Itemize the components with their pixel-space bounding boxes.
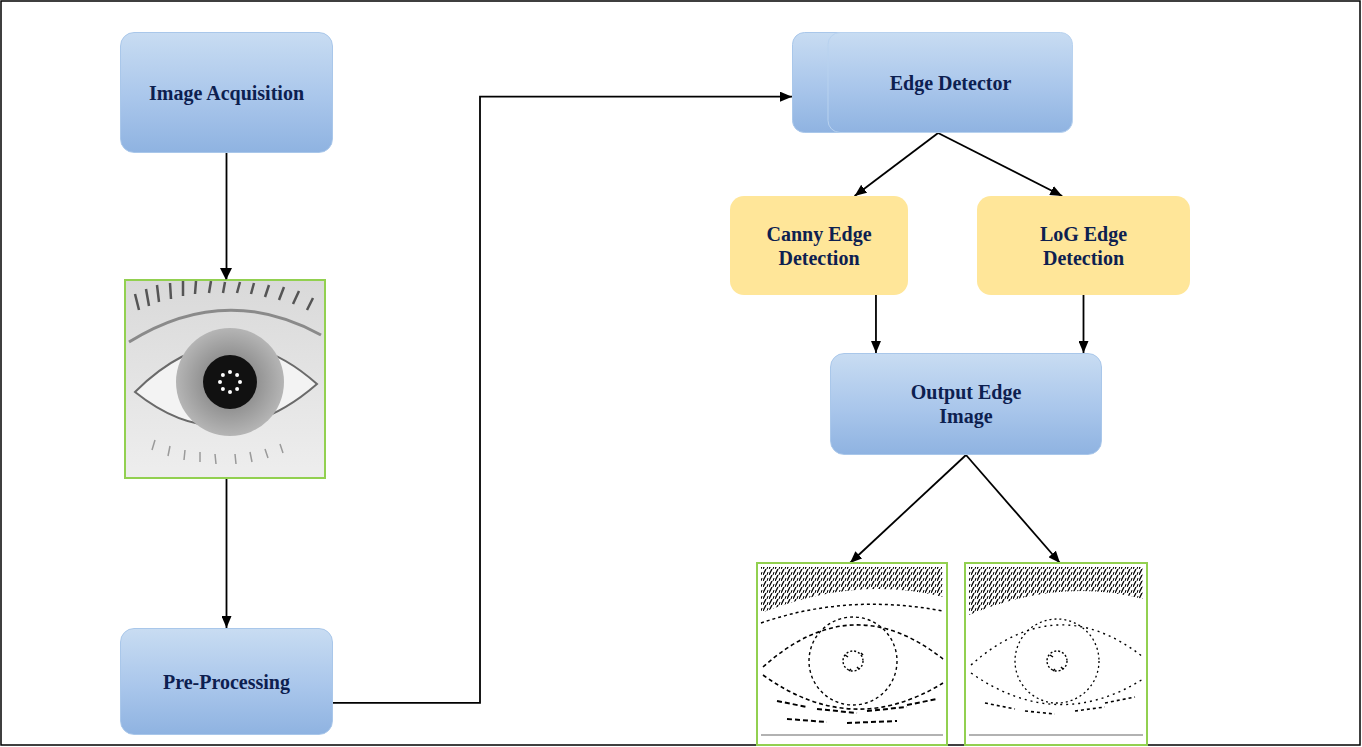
illustration-part bbox=[761, 604, 943, 623]
illustration-part bbox=[221, 387, 225, 391]
illustration-part bbox=[1015, 619, 1099, 703]
illustration-part bbox=[135, 281, 313, 310]
illustration-part bbox=[221, 373, 225, 377]
node-label: Pre-Processing bbox=[163, 670, 290, 694]
flow-arrow bbox=[1083, 295, 1085, 353]
illustration-part bbox=[971, 625, 1143, 665]
canny-edge-image bbox=[757, 563, 947, 745]
arrow-head bbox=[220, 268, 232, 280]
arrow-line bbox=[966, 455, 1060, 563]
illustration-part bbox=[152, 440, 283, 464]
illustration-part bbox=[125, 280, 325, 478]
log-edge-image bbox=[965, 563, 1147, 745]
eye-photo bbox=[125, 280, 325, 478]
illustration-part bbox=[763, 625, 943, 667]
process-box: Pre-Processing bbox=[120, 628, 333, 735]
front-box bbox=[828, 33, 1073, 133]
illustration-part bbox=[218, 380, 222, 384]
illustration-part bbox=[969, 734, 1143, 736]
method-box: LoG Edge Detection bbox=[977, 196, 1190, 295]
illustration-part bbox=[965, 563, 1147, 745]
illustration-part bbox=[238, 380, 242, 384]
process-box: Output Edge Image bbox=[830, 353, 1102, 455]
illustration-part bbox=[125, 280, 325, 478]
illustration-part bbox=[228, 370, 232, 374]
node-label: LoG Edge Detection bbox=[1019, 222, 1149, 270]
process-box: Image Acquisition bbox=[120, 32, 333, 153]
illustration-part bbox=[235, 387, 239, 391]
node-label: Output Edge Image bbox=[891, 380, 1041, 428]
illustration-part bbox=[176, 328, 284, 436]
illustration-part bbox=[777, 699, 937, 723]
illustration-part bbox=[203, 355, 257, 409]
flow-arrow bbox=[875, 295, 877, 353]
illustration-part bbox=[235, 373, 239, 377]
illustration-part bbox=[965, 563, 1147, 745]
illustration-part bbox=[757, 563, 947, 745]
flow-arrow bbox=[333, 97, 792, 703]
illustration-part bbox=[1050, 655, 1063, 671]
node-label: Canny Edge Detection bbox=[749, 222, 889, 270]
illustration-part bbox=[228, 390, 232, 394]
illustration-part bbox=[757, 563, 947, 745]
flow-arrow bbox=[938, 133, 1062, 196]
method-box: Canny Edge Detection bbox=[730, 196, 908, 295]
arrow-line bbox=[850, 455, 966, 563]
illustration-part bbox=[843, 651, 863, 671]
flow-arrow bbox=[855, 133, 939, 196]
node-label: Image Acquisition bbox=[149, 81, 304, 105]
node-label: Edge Detector bbox=[890, 71, 1012, 95]
illustration-part bbox=[845, 653, 863, 671]
illustration-part bbox=[761, 734, 943, 736]
illustration-part bbox=[985, 697, 1135, 714]
stacked-process-box: Edge Detector bbox=[792, 32, 1073, 133]
illustration-part bbox=[1047, 651, 1067, 671]
illustration-part bbox=[969, 567, 1143, 615]
illustration-part bbox=[809, 617, 897, 705]
